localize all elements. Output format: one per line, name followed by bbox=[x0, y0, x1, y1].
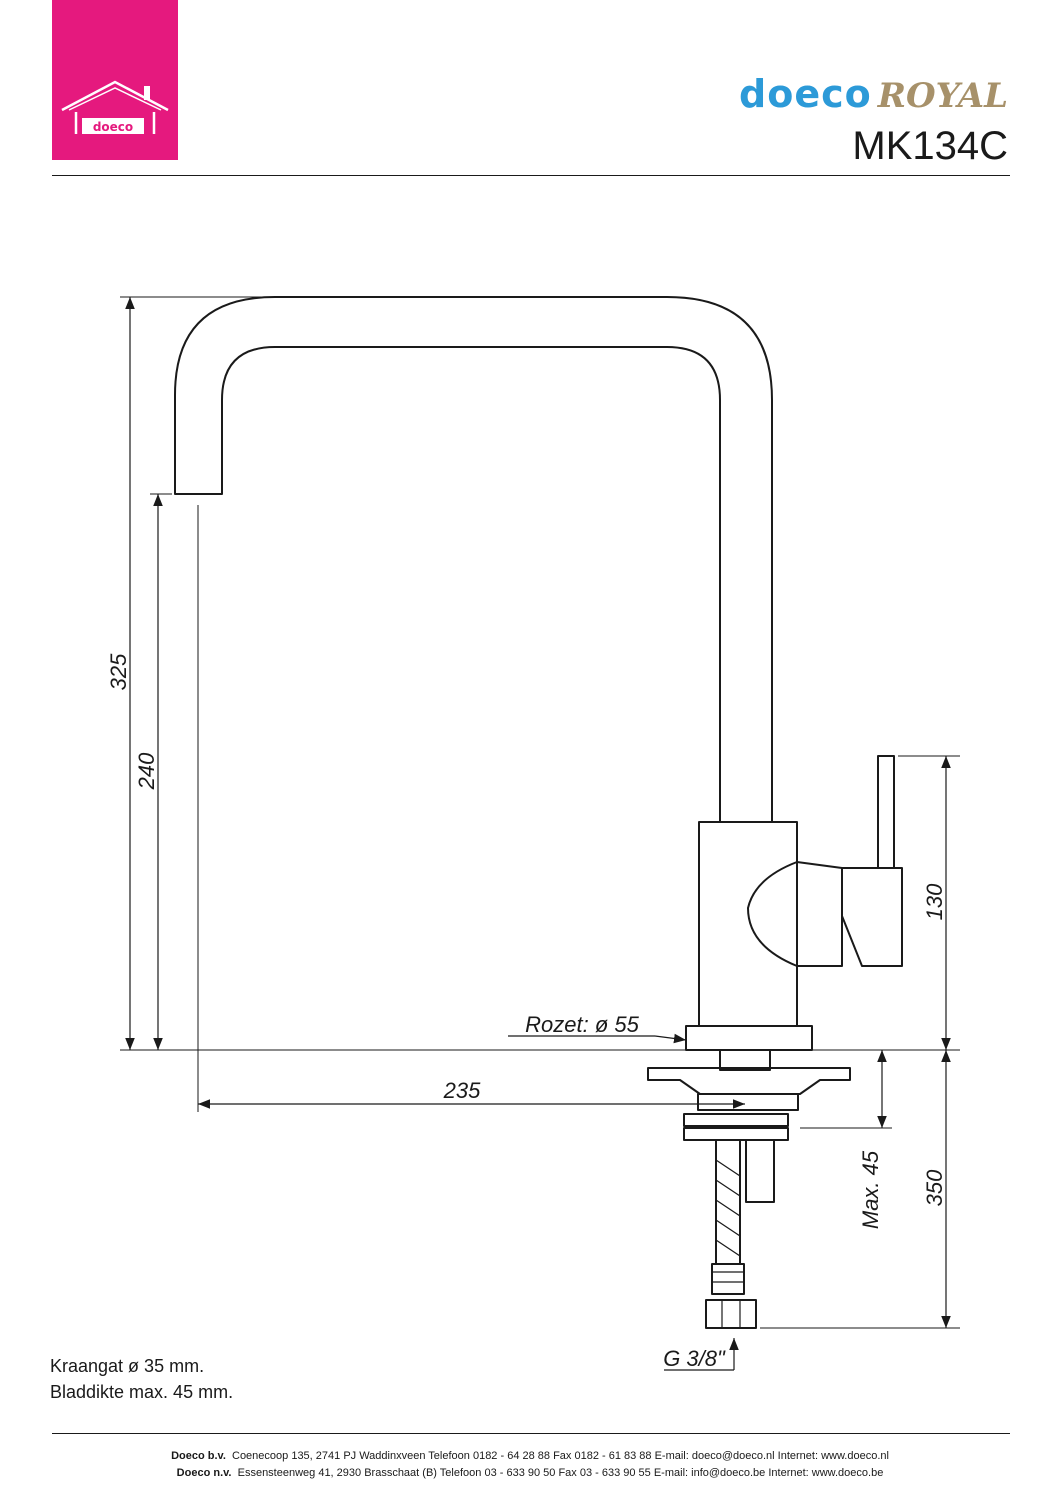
footer-company-nl: Doeco b.v. bbox=[171, 1450, 226, 1462]
rosette-leader bbox=[654, 1033, 687, 1044]
mount-bracket bbox=[647, 1067, 851, 1095]
note-tap-hole: Kraangat ø 35 mm. bbox=[50, 1356, 205, 1376]
connection-nut bbox=[705, 1299, 757, 1329]
connection-label: G 3/8" bbox=[663, 1346, 726, 1371]
mount-washer bbox=[683, 1113, 789, 1127]
footer-contact-be: Essensteenweg 41, 2930 Brasschaat (B) Te… bbox=[237, 1467, 884, 1479]
dim-total-height: 325 bbox=[106, 653, 131, 690]
dim-handle-height: 130 bbox=[922, 883, 947, 920]
brand-name: doeco bbox=[739, 72, 872, 116]
hose-ferrule bbox=[711, 1263, 745, 1295]
faucet-outline bbox=[174, 296, 903, 1329]
logo-text: doeco bbox=[93, 120, 133, 134]
dim-hose-length: 350 bbox=[922, 1169, 947, 1206]
faucet-body bbox=[698, 821, 798, 1027]
handle-hub bbox=[796, 861, 843, 967]
installation-notes: Kraangat ø 35 mm. Bladdikte max. 45 mm. bbox=[50, 1353, 233, 1405]
handle-lever bbox=[877, 755, 895, 869]
dimension-lines bbox=[125, 297, 951, 1371]
mount-plate bbox=[697, 1093, 799, 1111]
hose-hatching bbox=[712, 1159, 744, 1328]
mount-nut bbox=[683, 1127, 789, 1141]
rosette-label: Rozet: ø 55 bbox=[525, 1012, 639, 1037]
handle-block bbox=[841, 867, 903, 967]
footer-address-nl: Doeco b.v. Coenecoop 135, 2741 PJ Waddin… bbox=[0, 1449, 1060, 1463]
doeco-logo: doeco bbox=[52, 0, 178, 160]
spout bbox=[174, 296, 773, 822]
dim-spout-height: 240 bbox=[134, 752, 159, 790]
extension-lines bbox=[120, 296, 960, 1329]
rosette bbox=[685, 1025, 813, 1051]
house-icon: doeco bbox=[61, 80, 169, 134]
footer-company-be: Doeco n.v. bbox=[176, 1467, 232, 1479]
threaded-rod bbox=[745, 1139, 775, 1203]
dim-reach: 235 bbox=[443, 1078, 481, 1103]
dim-max-sink-thickness: Max. 45 bbox=[858, 1150, 883, 1229]
faucet-technical-drawing: 325 240 235 130 350 Max. 45 Rozet: ø 55 … bbox=[106, 296, 960, 1371]
footer-contact-nl: Coenecoop 135, 2741 PJ Waddinxveen Telef… bbox=[232, 1450, 889, 1462]
note-sink-thickness: Bladdikte max. 45 mm. bbox=[50, 1382, 234, 1402]
handle-curve bbox=[747, 861, 798, 967]
header-divider bbox=[52, 175, 1010, 176]
brand-series: ROYAL bbox=[877, 76, 1008, 116]
model-number: MK134C bbox=[852, 124, 1008, 168]
footer-divider bbox=[52, 1433, 1010, 1434]
footer-address-be: Doeco n.v. Essensteenweg 41, 2930 Brassc… bbox=[0, 1466, 1060, 1480]
